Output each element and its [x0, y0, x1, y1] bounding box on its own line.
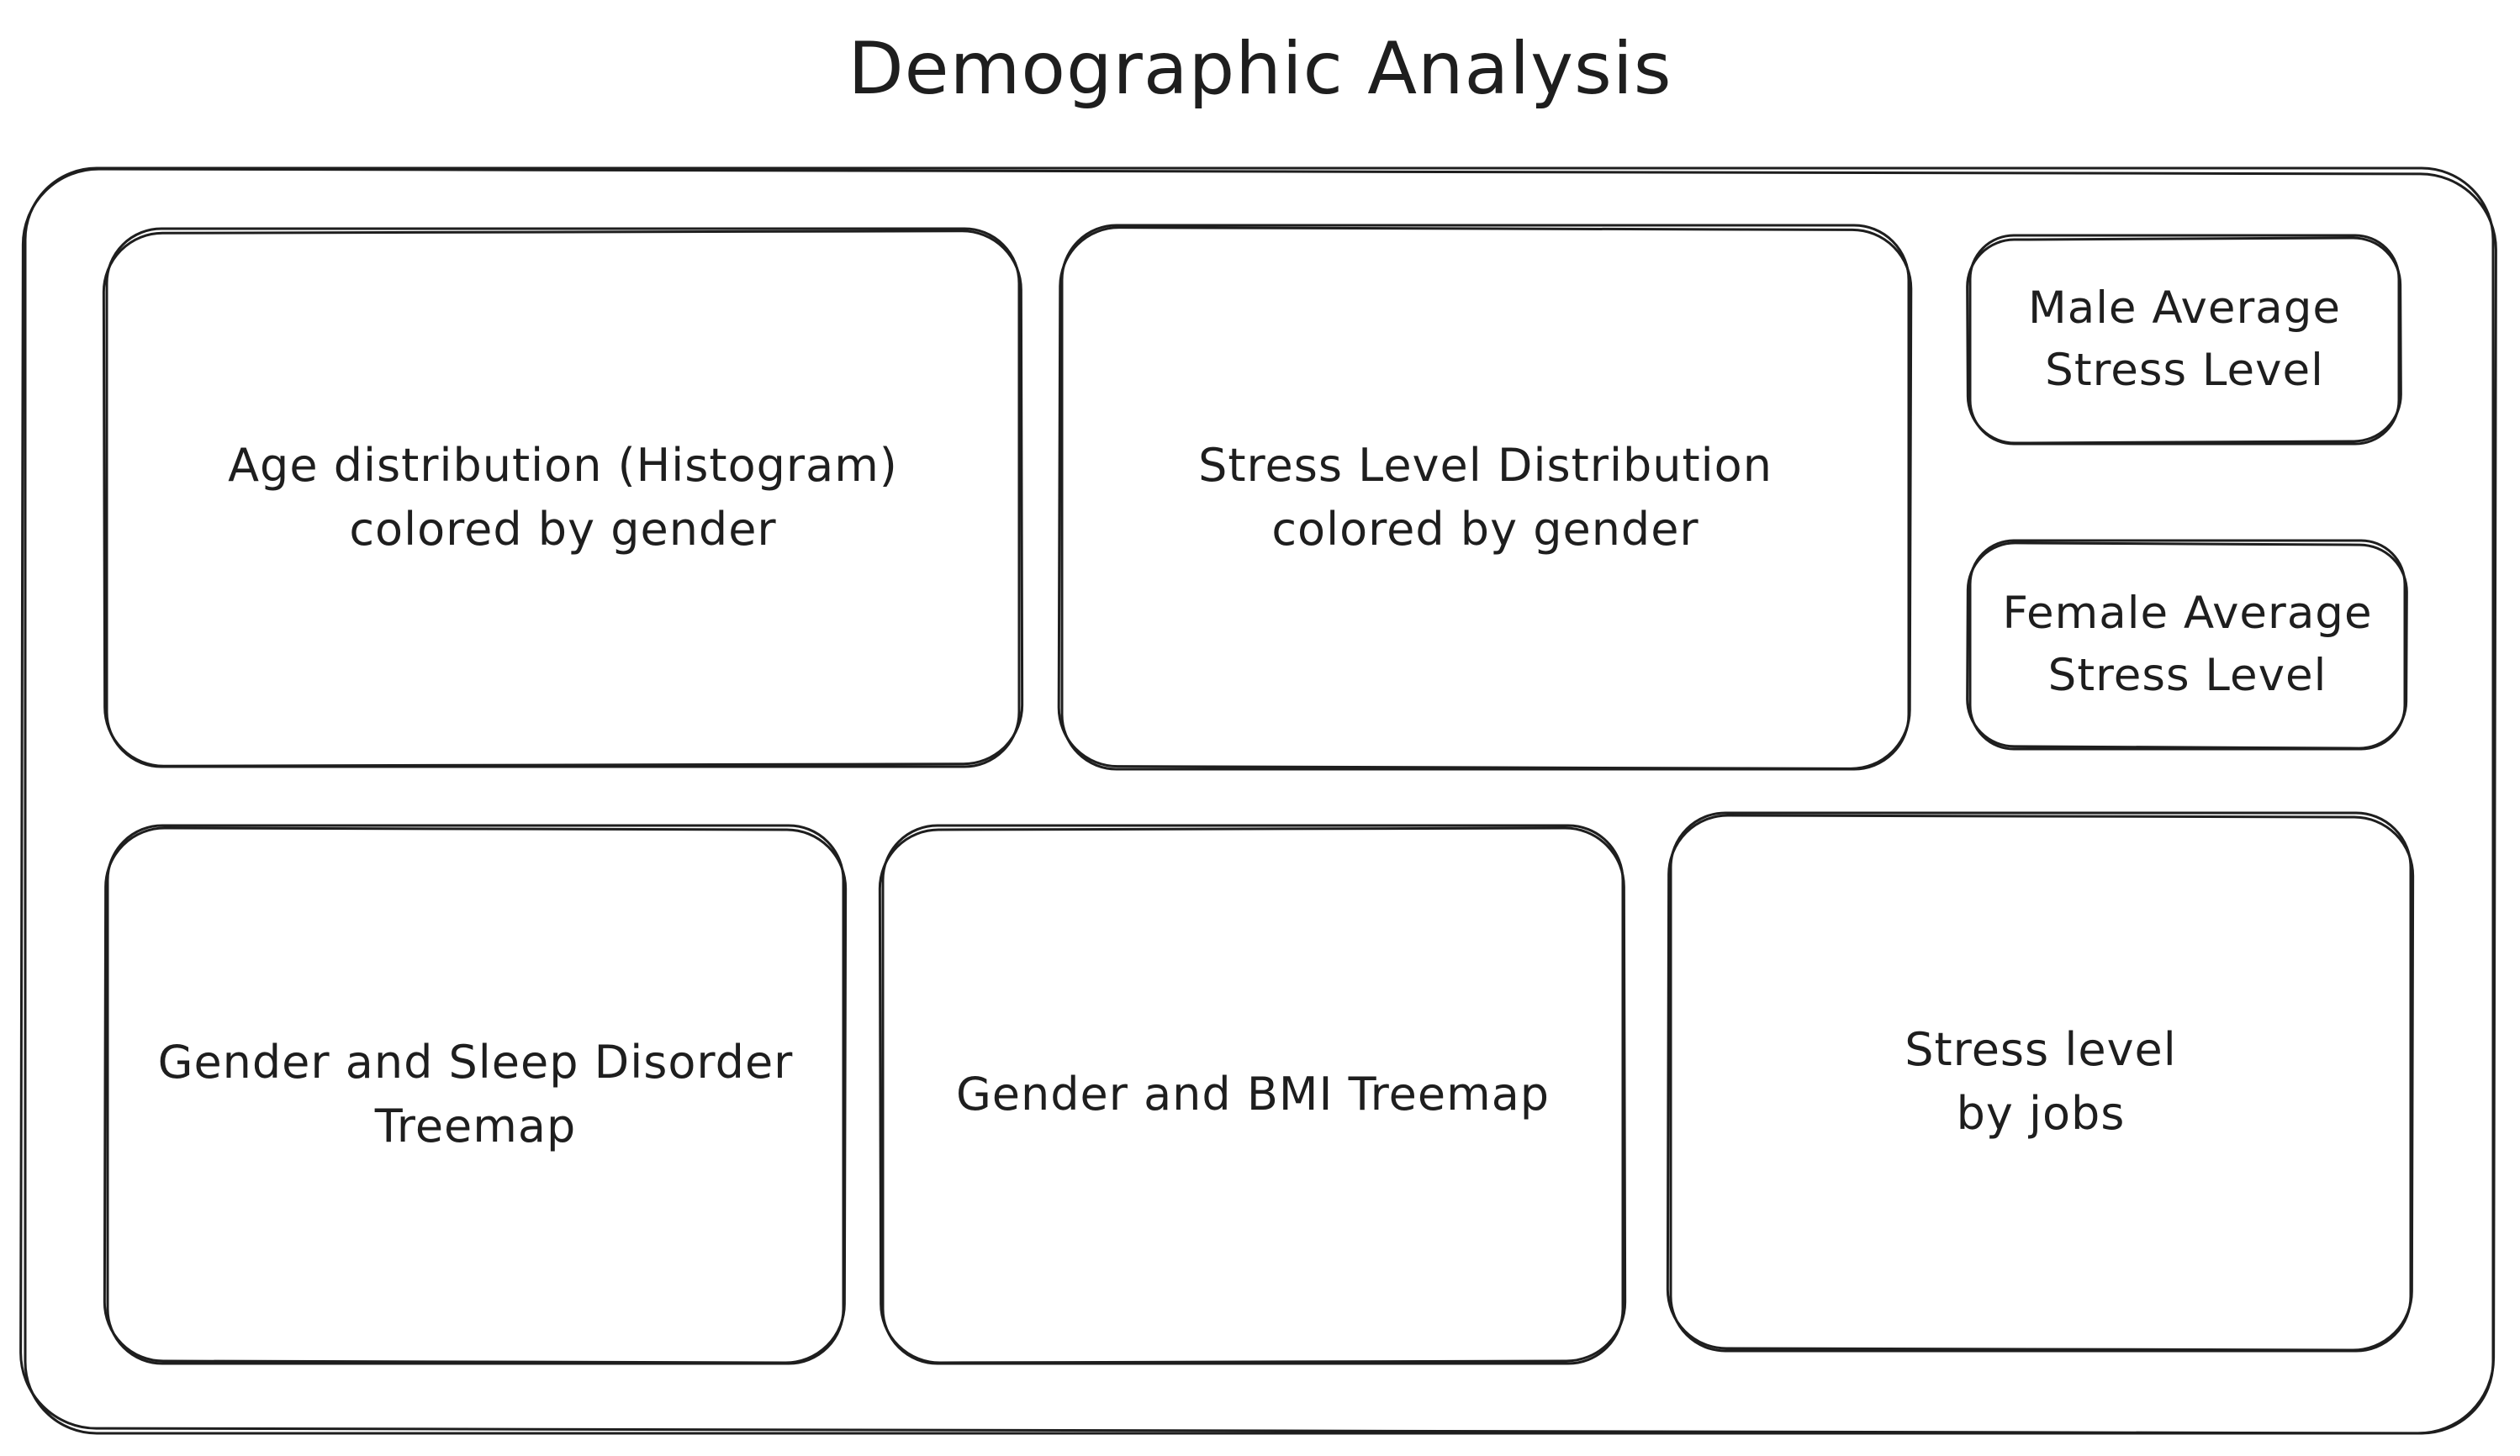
- female-average-stress-line-1: Female Average: [2002, 588, 2373, 639]
- gender-sleep-treemap-label: Gender and Sleep Disorder Treemap: [108, 977, 843, 1212]
- gender-sleep-treemap-line-1: Gender and Sleep Disorder: [157, 1036, 794, 1089]
- dashboard-frame: [19, 166, 2497, 1435]
- stress-by-jobs-box: [1666, 811, 2415, 1353]
- stress-by-jobs-line-2: by jobs: [1956, 1087, 2126, 1140]
- diagram-title: Demographic Analysis: [848, 27, 1672, 111]
- stress-by-jobs-line-1: Stress level: [1905, 1023, 2177, 1076]
- age-distribution-box: [102, 227, 1024, 768]
- gender-sleep-treemap-box: [103, 824, 848, 1365]
- female-average-stress-label: Female Average Stress Level: [1970, 541, 2405, 749]
- gender-bmi-treemap-label: Gender and BMI Treemap: [883, 977, 1623, 1212]
- age-distribution-label: Age distribution (Histogram) colored by …: [107, 380, 1019, 615]
- male-average-stress-label: Male Average Stress Level: [1970, 235, 2399, 444]
- female-average-stress-line-2: Stress Level: [2047, 650, 2327, 701]
- age-distribution-line-1: Age distribution (Histogram): [228, 439, 898, 492]
- age-distribution-line-2: colored by gender: [349, 503, 777, 556]
- stress-distribution-box: [1057, 224, 1913, 771]
- male-average-stress-box: [1966, 234, 2402, 446]
- stress-distribution-label: Stress Level Distribution colored by gen…: [1062, 380, 1909, 615]
- gender-bmi-treemap-box: [878, 824, 1627, 1365]
- stress-by-jobs-label: Stress level by jobs: [1671, 964, 2411, 1200]
- stress-distribution-line-1: Stress Level Distribution: [1198, 439, 1772, 492]
- gender-sleep-treemap-line-2: Treemap: [374, 1100, 577, 1153]
- female-average-stress-box: [1966, 539, 2408, 751]
- male-average-stress-line-1: Male Average: [2027, 282, 2342, 334]
- gender-bmi-treemap-line-1: Gender and BMI Treemap: [955, 1068, 1551, 1121]
- male-average-stress-line-2: Stress Level: [2045, 345, 2324, 396]
- stress-distribution-line-2: colored by gender: [1271, 503, 1699, 556]
